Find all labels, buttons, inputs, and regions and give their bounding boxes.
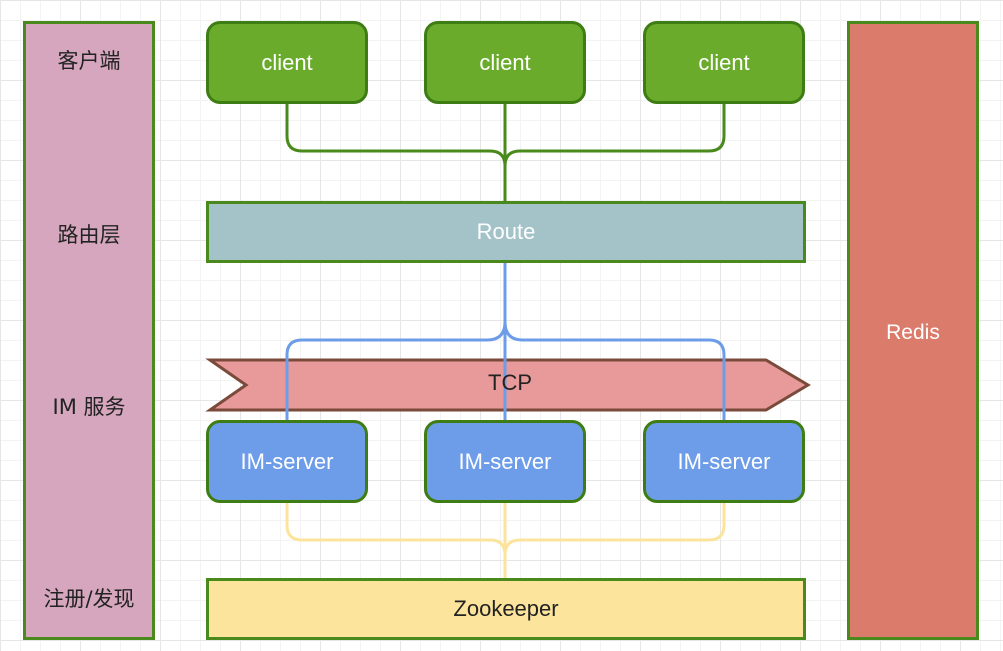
- layer-label-route: 路由层: [57, 223, 121, 247]
- zookeeper-node[interactable]: Zookeeper: [206, 578, 806, 640]
- layer-label-registry: 注册/发现: [43, 587, 135, 611]
- client-node-1[interactable]: client: [206, 21, 368, 104]
- layer-column: 客户端 路由层 IM 服务 注册/发现: [23, 21, 155, 640]
- im-zookeeper-link: [285, 503, 726, 578]
- client-node-3[interactable]: client: [643, 21, 805, 104]
- route-node[interactable]: Route: [206, 201, 806, 263]
- route-im-link: [285, 263, 726, 420]
- client-node-2[interactable]: client: [424, 21, 586, 104]
- tcp-label: TCP: [488, 370, 532, 395]
- tcp-arrow: [205, 358, 811, 412]
- im-server-node-2[interactable]: IM-server: [424, 420, 586, 503]
- im-server-node-1[interactable]: IM-server: [206, 420, 368, 503]
- layer-label-im: IM 服务: [52, 395, 126, 419]
- layer-label-client: 客户端: [57, 49, 121, 73]
- redis-node[interactable]: Redis: [847, 21, 979, 640]
- client-route-link: [285, 104, 726, 201]
- im-server-node-3[interactable]: IM-server: [643, 420, 805, 503]
